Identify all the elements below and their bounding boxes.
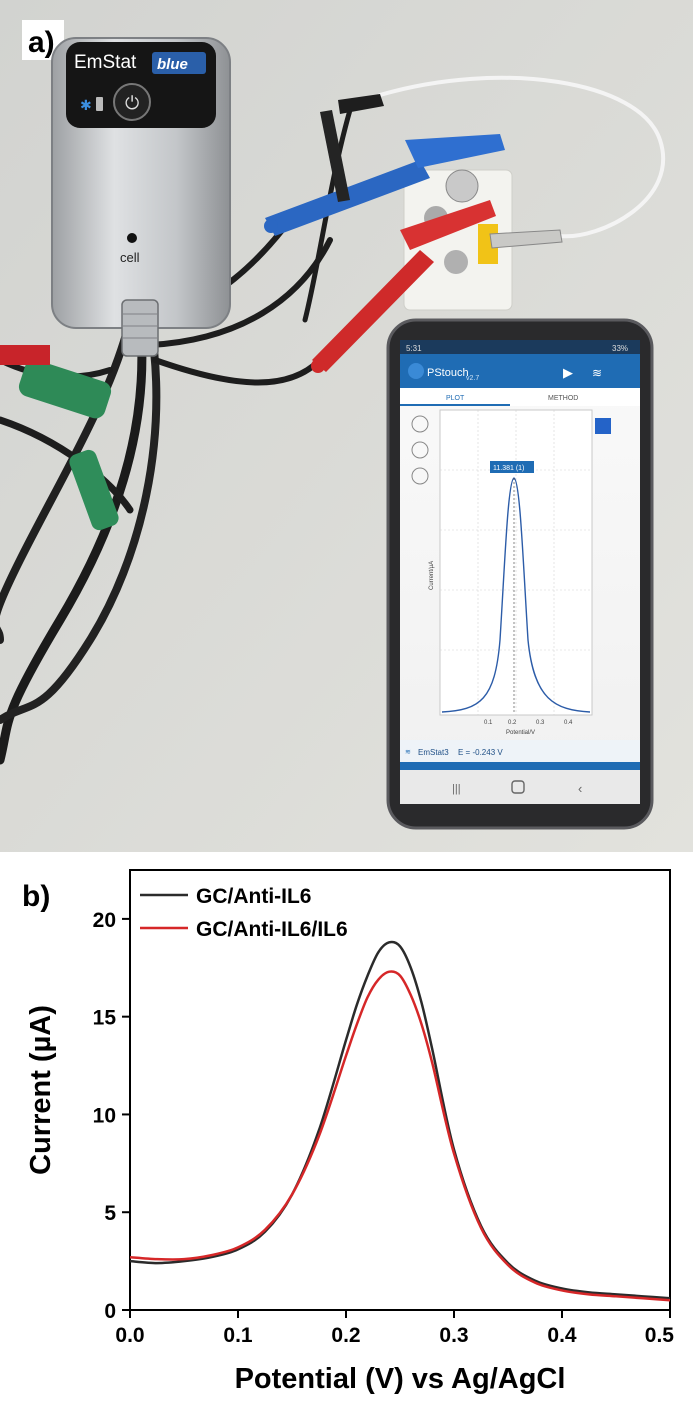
legend: GC/Anti-IL6 GC/Anti-IL6/IL6 <box>140 885 348 941</box>
tab-method[interactable]: METHOD <box>548 395 578 402</box>
app-header <box>400 354 640 388</box>
device-brand-suffix: blue <box>157 56 188 73</box>
cables <box>0 75 665 765</box>
y-tick-label-0: 0 <box>104 1300 116 1323</box>
footer-reading: E = -0.243 V <box>458 748 503 757</box>
mini-tick-3: 0.3 <box>536 720 545 726</box>
app-version: v2.7 <box>466 375 479 382</box>
red-clip <box>311 200 496 373</box>
y-tick-label-1: 5 <box>104 1202 116 1225</box>
silver-clip <box>489 229 563 249</box>
series-line-1 <box>129 970 671 1302</box>
x-tick-label-0: 0.0 <box>115 1324 144 1347</box>
power-button[interactable] <box>113 83 151 121</box>
legend-label-0: GC/Anti-IL6 <box>196 885 312 908</box>
color-swatch[interactable] <box>595 418 611 434</box>
play-icon[interactable]: ▶ <box>563 365 573 380</box>
y-axis: 0 5 10 15 20 <box>93 909 130 1323</box>
device-brand-badge <box>152 52 206 74</box>
x-tick-label-2: 0.2 <box>331 1324 360 1347</box>
footer-connection-icon: ≋ <box>405 749 411 756</box>
legend-label-1: GC/Anti-IL6/IL6 <box>196 918 348 941</box>
zoom-tool-icon[interactable] <box>411 415 429 433</box>
active-tab-indicator <box>400 404 510 406</box>
y-tick-label-2: 10 <box>93 1104 116 1127</box>
device-connector <box>121 299 159 357</box>
green-lead <box>0 345 119 531</box>
mini-tick-2: 0.2 <box>508 720 517 726</box>
tab-plot[interactable]: PLOT <box>446 395 465 402</box>
black-clip <box>320 94 384 202</box>
y-tick-label-3: 15 <box>93 1007 117 1030</box>
x-tick-label-5: 0.5 <box>645 1324 675 1347</box>
peak-label: 11.381 (1) <box>493 465 524 472</box>
back-icon[interactable]: ‹ <box>578 781 582 796</box>
x-tick-label-4: 0.4 <box>547 1324 577 1347</box>
peak-tool-icon[interactable] <box>411 467 429 485</box>
plot-frame <box>129 869 671 1311</box>
power-icon: ⏻ <box>125 93 139 113</box>
y-axis-label: Current (µA) <box>25 1005 57 1175</box>
battery-indicator-icon <box>96 97 103 111</box>
panel-b-label: b) <box>22 880 50 913</box>
mini-plot-x-label: Potential/V <box>506 730 535 736</box>
recent-apps-icon[interactable]: ||| <box>452 783 461 795</box>
device-brand: EmStat <box>74 52 137 73</box>
series-line-0 <box>129 940 671 1300</box>
device-port-label: cell <box>120 250 140 265</box>
emstat-device: EmStat blue ⏻ ✱ cell <box>51 37 231 357</box>
y-tick-label-4: 20 <box>93 909 116 932</box>
connection-icon[interactable]: ≋ <box>592 366 602 380</box>
footer-device: EmStat3 <box>418 748 449 757</box>
home-icon[interactable] <box>511 780 525 794</box>
phone-status-time: 5:31 <box>406 344 422 353</box>
phone-battery: 33% <box>612 344 628 353</box>
x-tick-label-1: 0.1 <box>223 1324 253 1347</box>
settings-tool-icon[interactable] <box>411 441 429 459</box>
mini-tick-1: 0.1 <box>484 720 493 726</box>
mini-plot-y-label: Current/µA <box>429 561 435 590</box>
cell-indicator-led <box>127 233 137 243</box>
x-axis: 0.0 0.1 0.2 0.3 0.4 0.5 <box>115 1310 674 1347</box>
bluetooth-icon: ✱ <box>80 97 92 113</box>
app-name: PStouch <box>427 367 469 379</box>
smartphone: 5:31 33% PStouch v2.7 ▶ ≋ PLOT METHOD 11… <box>386 318 654 830</box>
mini-tick-4: 0.4 <box>564 720 573 726</box>
x-axis-label: Potential (V) vs Ag/AgCl <box>235 1363 566 1395</box>
panel-a-label: a) <box>28 26 55 59</box>
photo-panel: a) EmStat blue ⏻ ✱ cell <box>0 0 693 852</box>
x-tick-label-3: 0.3 <box>439 1324 468 1347</box>
series-lines <box>129 940 671 1302</box>
chart-panel: b) 0 5 10 15 20 0.0 0.1 0.2 0.3 0.4 0.5 GC/Anti-I… <box>22 869 674 1395</box>
